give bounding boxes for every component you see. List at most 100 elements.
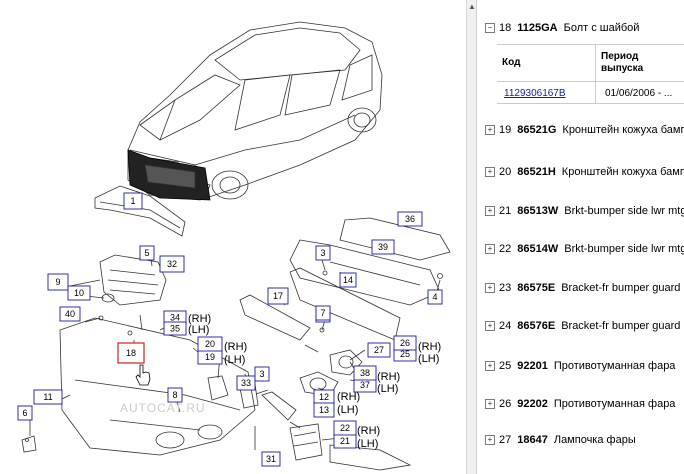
expand-icon[interactable]: + — [485, 399, 495, 410]
part-description: Противотуманная фара — [553, 398, 676, 410]
callout-number: 25 — [400, 349, 410, 359]
callout-38[interactable]: 38 — [353, 365, 377, 381]
callout-number: 22 — [340, 423, 350, 433]
callout-40[interactable]: 40 — [59, 306, 81, 322]
expand-icon[interactable]: + — [485, 321, 495, 332]
callout-32[interactable]: 32 — [159, 255, 185, 273]
part-description: Кронштейн кожуха бампера — [562, 124, 684, 136]
callout-14[interactable]: 14 — [339, 272, 357, 288]
callout-number: 35 — [170, 324, 180, 334]
part-number: 18 — [499, 22, 512, 34]
callout-36[interactable]: 36 — [397, 211, 423, 227]
callout-33[interactable]: 33 — [236, 375, 256, 391]
callout-6[interactable]: 6 — [17, 405, 33, 421]
part-number: 21 — [499, 205, 512, 217]
pane-splitter[interactable] — [476, 0, 485, 474]
callout-number: 8 — [172, 390, 177, 400]
part-code: 92201 — [517, 360, 548, 372]
callout-39[interactable]: 39 — [371, 239, 395, 255]
callout-number: 20 — [205, 339, 215, 349]
callout-3[interactable]: 3 — [315, 245, 331, 261]
callout-number: 26 — [400, 338, 410, 348]
callout-27[interactable]: 27 — [367, 342, 391, 358]
callout-8[interactable]: 8 — [167, 387, 183, 403]
column-header-code: Код — [502, 57, 521, 68]
expand-icon[interactable]: + — [485, 125, 495, 136]
side-label-rh: (RH) — [377, 371, 400, 383]
expand-icon[interactable]: + — [485, 283, 495, 294]
part-description: Кронштейн кожуха бампера — [561, 166, 684, 178]
callout-1[interactable]: 1 — [123, 192, 143, 210]
callout-9[interactable]: 9 — [47, 273, 69, 291]
callout-31[interactable]: 31 — [261, 451, 281, 467]
callout-5[interactable]: 5 — [139, 245, 155, 261]
callout-number: 12 — [319, 392, 329, 402]
callout-number: 6 — [22, 408, 27, 418]
callout-21[interactable]: 21 — [333, 433, 357, 449]
reinforcement-beam — [339, 217, 451, 261]
callout-18[interactable]: 18 — [117, 342, 145, 364]
side-label-rh: (RH) — [188, 313, 211, 325]
callout-13[interactable]: 13 — [313, 402, 335, 418]
callout-number: 18 — [126, 348, 136, 358]
part-code: 92202 — [517, 398, 548, 410]
part-number: 19 — [499, 124, 512, 136]
part-code: 86576E — [517, 320, 556, 332]
callout-4[interactable]: 4 — [427, 289, 443, 305]
part-number: 20 — [499, 166, 512, 178]
expand-icon[interactable]: + — [485, 435, 495, 446]
callout-17[interactable]: 17 — [267, 287, 289, 305]
callout-number: 27 — [374, 345, 384, 355]
callout-number: 5 — [144, 248, 149, 258]
callout-number: 36 — [405, 214, 415, 224]
callout-number: 3 — [320, 248, 325, 258]
scroll-up-arrow-icon[interactable]: ▲ — [468, 2, 476, 11]
callout-37[interactable]: 37 — [353, 377, 377, 393]
side-label-lh: (LH) — [224, 354, 245, 366]
expand-icon[interactable]: + — [485, 167, 495, 178]
parts-diagram[interactable]: AUTOCAT.RU 13345678910111213141718192021… — [0, 0, 466, 474]
callout-35[interactable]: 35 — [163, 321, 187, 336]
part-code: 86514W — [517, 243, 559, 255]
side-label-rh: (RH) — [357, 425, 380, 437]
part-code: 86521G — [517, 124, 557, 136]
callout-12[interactable]: 12 — [313, 389, 335, 405]
bumper-cover — [59, 317, 256, 456]
callout-19[interactable]: 19 — [197, 349, 223, 365]
part-description: Brkt-bumper side lwr mtg rh — [564, 243, 684, 255]
callout-number: 33 — [241, 378, 251, 388]
part-variant-period: 01/06/2006 - ... — [605, 88, 673, 99]
part-variant-link[interactable]: 1129306167B — [504, 88, 566, 99]
part-row[interactable]: +20 86521H Кронштейн кожуха бампера — [485, 166, 684, 180]
part-code: 86521H — [517, 166, 556, 178]
part-row[interactable]: +19 86521G Кронштейн кожуха бампера — [485, 124, 684, 138]
part-number: 24 — [499, 320, 512, 332]
collapse-icon[interactable]: − — [485, 23, 495, 34]
callout-11[interactable]: 11 — [33, 389, 63, 405]
part-code: 18647 — [517, 434, 548, 446]
callout-22[interactable]: 22 — [333, 420, 357, 436]
callout-26[interactable]: 26 — [393, 335, 417, 351]
callout-number: 39 — [378, 242, 388, 252]
part-description: Лампочка фары — [553, 434, 636, 446]
callout-number: 4 — [432, 292, 437, 302]
expand-icon[interactable]: + — [485, 244, 495, 255]
expand-icon[interactable]: + — [485, 361, 495, 372]
callout-3[interactable]: 3 — [254, 366, 270, 382]
diagram-scrollbar[interactable]: ▲ — [466, 0, 477, 474]
callout-10[interactable]: 10 — [67, 285, 91, 301]
expand-icon[interactable]: + — [485, 206, 495, 217]
callout-number: 32 — [167, 259, 177, 269]
callout-7[interactable]: 7 — [315, 305, 331, 321]
part-code: 1125GA — [517, 22, 558, 34]
callout-20[interactable]: 20 — [197, 336, 223, 352]
side-label-lh: (LH) — [377, 383, 398, 395]
